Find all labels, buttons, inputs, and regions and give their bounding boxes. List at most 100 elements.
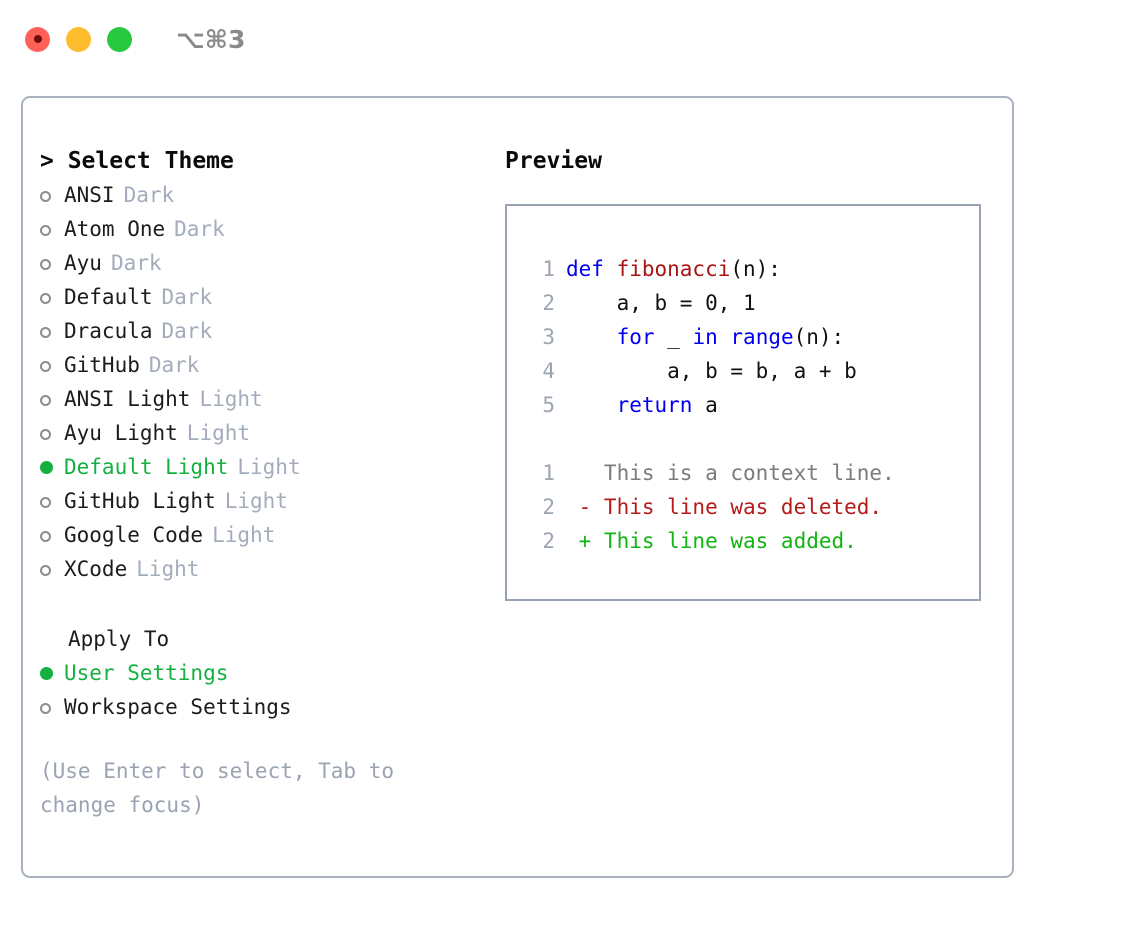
theme-variant-tag: Light bbox=[224, 489, 288, 513]
apply-to-item[interactable]: Workspace Settings bbox=[40, 690, 483, 724]
code-line: 3 for _ in range(n): bbox=[521, 320, 979, 354]
code-diff-spacer bbox=[521, 422, 979, 456]
theme-label: Google Code bbox=[64, 523, 204, 547]
line-number: 4 bbox=[542, 359, 555, 383]
line-number: 2 bbox=[542, 291, 555, 315]
code-token: range bbox=[730, 325, 794, 349]
radio-unselected-icon bbox=[40, 565, 64, 576]
line-number: 1 bbox=[542, 257, 555, 281]
code-line-text: for _ in range(n): bbox=[566, 320, 845, 354]
radio-unselected-icon bbox=[40, 361, 64, 372]
code-token: for bbox=[616, 325, 655, 349]
diff-sample: 1 This is a context line.2 - This line w… bbox=[521, 456, 979, 558]
radio-unselected-icon bbox=[40, 293, 64, 304]
diff-line: 2 + This line was added. bbox=[521, 524, 979, 558]
theme-item[interactable]: Ayu Dark bbox=[40, 246, 483, 280]
diff-line-text: + This line was added. bbox=[566, 529, 857, 553]
line-number: 1 bbox=[542, 461, 555, 485]
theme-item[interactable]: ANSI Light Light bbox=[40, 382, 483, 416]
code-line-text: a, b = 0, 1 bbox=[566, 286, 756, 320]
close-window-button[interactable] bbox=[25, 26, 50, 52]
radio-dot bbox=[40, 191, 51, 202]
theme-label: XCode bbox=[64, 557, 128, 581]
code-line: 1 def fibonacci(n): bbox=[521, 252, 979, 286]
radio-unselected-icon bbox=[40, 703, 64, 714]
apply-to-title: Apply To bbox=[68, 627, 170, 651]
code-line-text: return a bbox=[566, 388, 718, 422]
minimize-window-button[interactable] bbox=[66, 26, 91, 52]
theme-variant-tag: Dark bbox=[161, 319, 213, 343]
window-controls bbox=[25, 26, 132, 52]
radio-dot bbox=[40, 293, 51, 304]
preview-title: Preview bbox=[505, 148, 602, 174]
line-number: 2 bbox=[542, 529, 555, 553]
code-token: a, b = b, a + b bbox=[566, 359, 857, 383]
diff-line: 1 This is a context line. bbox=[521, 456, 979, 490]
theme-variant-tag: Dark bbox=[110, 251, 162, 275]
radio-selected-icon bbox=[40, 667, 64, 680]
theme-variant-tag: Light bbox=[199, 387, 263, 411]
radio-dot bbox=[40, 361, 51, 372]
theme-label: Default bbox=[64, 285, 153, 309]
theme-picker-title: > Select Theme bbox=[40, 148, 234, 174]
theme-item[interactable]: GitHub Dark bbox=[40, 348, 483, 382]
code-line: 4 a, b = b, a + b bbox=[521, 354, 979, 388]
code-line-text: a, b = b, a + b bbox=[566, 354, 857, 388]
theme-item[interactable]: ANSI Dark bbox=[40, 178, 483, 212]
theme-item[interactable]: XCode Light bbox=[40, 552, 483, 586]
code-token: (n): bbox=[793, 325, 845, 349]
theme-label: GitHub bbox=[64, 353, 140, 377]
radio-dot bbox=[40, 703, 51, 714]
theme-variant-tag: Light bbox=[237, 455, 301, 479]
theme-variant-tag: Dark bbox=[123, 183, 175, 207]
maximize-window-button[interactable] bbox=[107, 26, 132, 52]
apply-to-label: Workspace Settings bbox=[64, 695, 292, 719]
diff-line-text: This is a context line. bbox=[566, 461, 895, 485]
radio-dot bbox=[40, 395, 51, 406]
radio-unselected-icon bbox=[40, 497, 64, 508]
theme-variant-tag: Light bbox=[186, 421, 251, 445]
theme-label: ANSI bbox=[64, 183, 115, 207]
theme-label: ANSI Light bbox=[64, 387, 191, 411]
code-token: (n): bbox=[730, 257, 781, 281]
apply-to-item[interactable]: User Settings bbox=[40, 656, 483, 690]
radio-dot bbox=[40, 565, 51, 576]
theme-label: Atom One bbox=[64, 217, 166, 241]
radio-dot bbox=[40, 327, 51, 338]
radio-dot bbox=[40, 429, 51, 440]
code-token bbox=[718, 325, 731, 349]
theme-label: Ayu bbox=[64, 251, 102, 275]
code-line: 5 return a bbox=[521, 388, 979, 422]
code-token: def bbox=[566, 257, 617, 281]
code-token: a bbox=[692, 393, 718, 417]
code-token: fibonacci bbox=[616, 257, 731, 281]
theme-item[interactable]: Google Code Light bbox=[40, 518, 483, 552]
line-number: 5 bbox=[542, 393, 555, 417]
radio-selected-icon bbox=[40, 461, 64, 474]
radio-unselected-icon bbox=[40, 225, 64, 236]
section-spacer bbox=[40, 586, 483, 622]
theme-variant-tag: Dark bbox=[161, 285, 213, 309]
radio-unselected-icon bbox=[40, 327, 64, 338]
apply-to-label: User Settings bbox=[64, 661, 229, 685]
radio-dot bbox=[40, 259, 51, 270]
theme-variant-tag: Light bbox=[136, 557, 200, 581]
diff-line: 2 - This line was deleted. bbox=[521, 490, 979, 524]
line-number: 3 bbox=[542, 325, 555, 349]
radio-dot bbox=[40, 667, 53, 680]
theme-item[interactable]: Default Dark bbox=[40, 280, 483, 314]
theme-variant-tag: Light bbox=[212, 523, 276, 547]
theme-variant-tag: Dark bbox=[148, 353, 200, 377]
radio-dot bbox=[40, 531, 51, 542]
